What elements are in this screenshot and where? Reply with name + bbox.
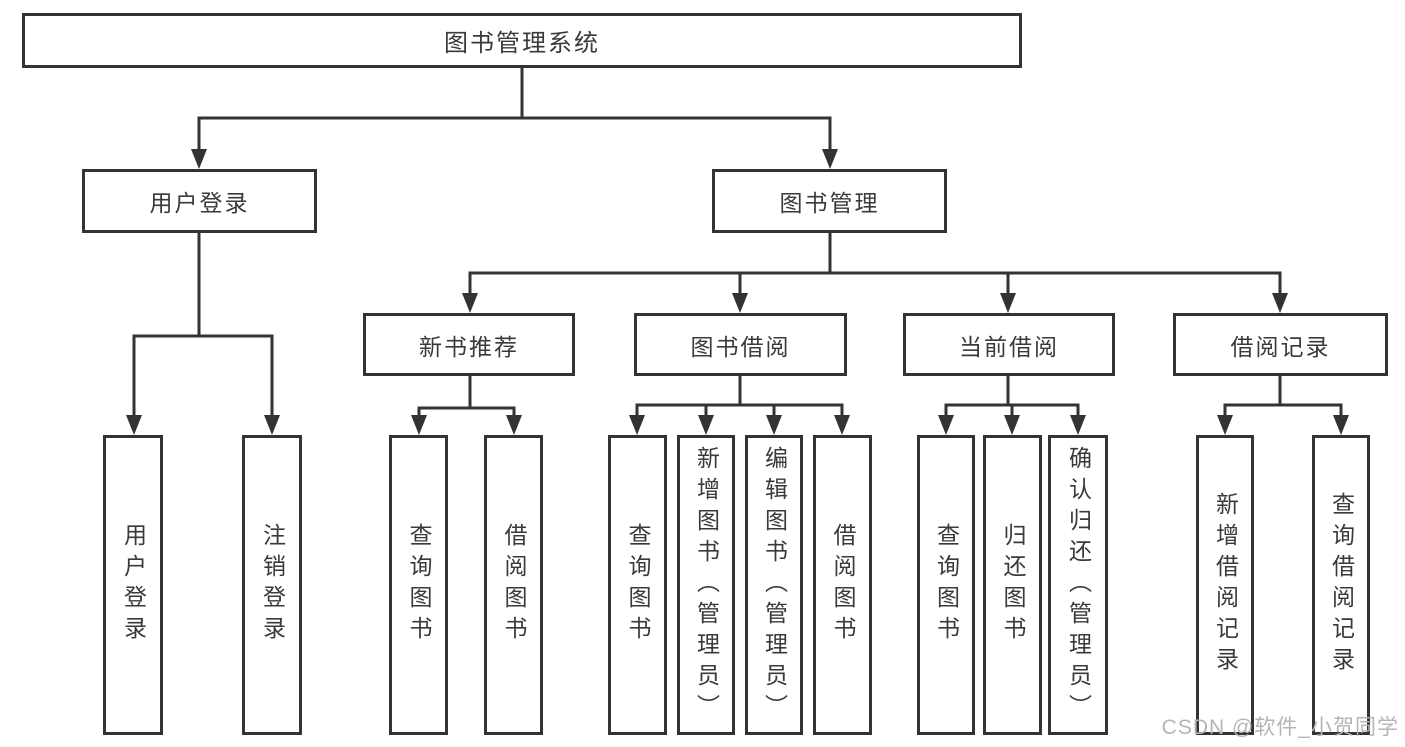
leaf-query-borrow-record: 查询借阅记录 <box>1312 435 1370 735</box>
node-book-management: 图书管理 <box>712 169 947 233</box>
node-user-login: 用户登录 <box>82 169 317 233</box>
leaf-borrow-books-borrowing: 借阅图书 <box>813 435 872 735</box>
leaf-add-borrow-record: 新增借阅记录 <box>1196 435 1254 735</box>
leaf-user-login: 用户登录 <box>103 435 163 735</box>
leaf-return-books: 归还图书 <box>983 435 1042 735</box>
leaf-add-books-admin: 新增图书（管理员） <box>677 435 735 735</box>
leaf-logout: 注销登录 <box>242 435 302 735</box>
node-book-borrowing: 图书借阅 <box>634 313 847 376</box>
node-root-system: 图书管理系统 <box>22 13 1022 68</box>
watermark: CSDN @软件_小贺同学 <box>1161 716 1399 739</box>
leaf-borrow-books-recommend: 借阅图书 <box>484 435 543 735</box>
leaf-query-books-borrowing: 查询图书 <box>608 435 667 735</box>
leaf-query-books-current: 查询图书 <box>917 435 975 735</box>
node-current-borrowing: 当前借阅 <box>903 313 1115 376</box>
node-borrowing-records: 借阅记录 <box>1173 313 1388 376</box>
leaf-query-books-recommend: 查询图书 <box>389 435 448 735</box>
node-new-book-recommend: 新书推荐 <box>363 313 575 376</box>
leaf-confirm-return-admin: 确认归还（管理员） <box>1048 435 1108 735</box>
leaf-edit-books-admin: 编辑图书（管理员） <box>745 435 803 735</box>
